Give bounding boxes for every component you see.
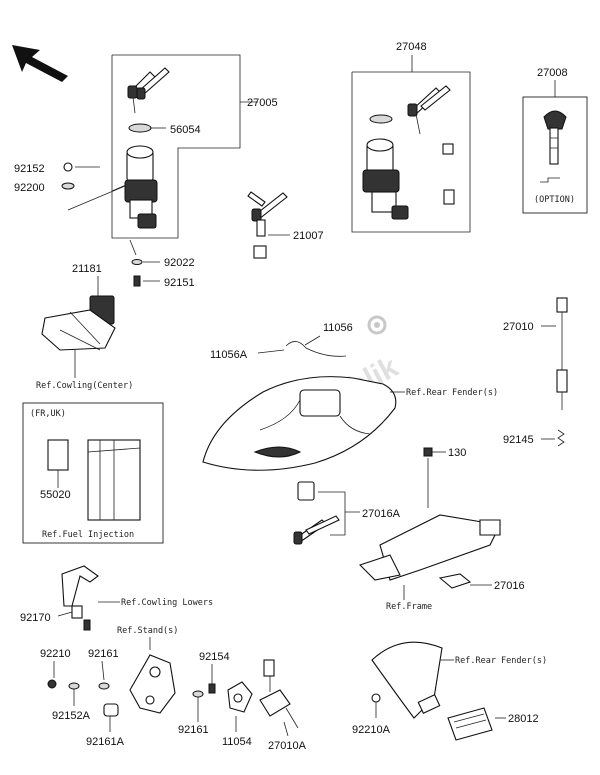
label-11054: 11054 [222, 736, 252, 748]
seat-lock-bracket [358, 458, 501, 581]
bracket-92170 [61, 565, 99, 631]
fuel-injection-box [22, 402, 164, 544]
option-box [522, 96, 588, 214]
seat-lock-body [443, 189, 455, 205]
washer-92200 [61, 182, 75, 190]
latch-27016 [438, 573, 472, 589]
key-27005 [127, 67, 170, 114]
bracket-21181 [41, 295, 116, 351]
group-box-27048 [351, 71, 471, 233]
key-21007 [247, 191, 288, 259]
cable-11056 [285, 341, 347, 357]
label-27016: 27016 [494, 580, 525, 592]
ignition-switch-27005 [111, 145, 158, 229]
gear-icon [367, 315, 387, 335]
label-55020: 55020 [40, 489, 71, 501]
washer-56054 [128, 123, 152, 133]
label-92200: 92200 [14, 182, 45, 194]
stand-switch-11054 [227, 681, 253, 713]
region-note: (FR,UK) [30, 409, 66, 419]
label-92152A: 92152A [52, 710, 91, 722]
label-92210: 92210 [40, 648, 71, 660]
key-blank-27008 [540, 110, 567, 183]
label-92170: 92170 [20, 612, 51, 624]
label-92161: 92161 [88, 648, 119, 660]
rear-fender-assembly [202, 376, 397, 471]
label-27016A: 27016A [362, 508, 401, 520]
label-27010: 27010 [503, 321, 534, 333]
label-27010A: 27010A [268, 740, 307, 752]
bolt-130 [423, 447, 433, 457]
label-27005: 27005 [247, 97, 278, 109]
label-21007: 21007 [293, 230, 324, 242]
key-27048 [407, 85, 451, 135]
label-92145: 92145 [503, 434, 534, 446]
bolt-92154 [208, 683, 216, 694]
label-11056A: 11056A [210, 349, 248, 361]
ref-fuel-injection: Ref.Fuel Injection [42, 530, 134, 540]
label-56054: 56054 [170, 124, 201, 136]
ecu-55020 [47, 439, 141, 521]
washer-92022 [131, 259, 143, 265]
ignition-switch-27048 [362, 138, 409, 220]
ref-rear-fender-2: Ref.Rear Fender(s) [455, 656, 547, 666]
spring-92145 [557, 429, 565, 447]
washer-27048 [369, 114, 393, 124]
seat-lock-cable-27010 [556, 297, 568, 410]
label-92161A: 92161A [86, 736, 125, 748]
option-note: (OPTION) [534, 195, 575, 205]
ref-cowling-center: Ref.Cowling(Center) [36, 381, 133, 391]
front-arrow-icon [12, 45, 68, 82]
collar-92161A [103, 703, 119, 717]
rear-fender-mount [371, 641, 493, 741]
washer-92152A [68, 682, 80, 690]
bolt-92151 [133, 275, 141, 287]
label-92152: 92152 [14, 163, 45, 175]
switch-27010A [259, 659, 299, 729]
seat-lock-cylinder [442, 143, 454, 155]
lock-cylinder-27016A [293, 481, 340, 545]
ref-cowling-lowers: Ref.Cowling Lowers [121, 598, 213, 608]
label-92151: 92151 [164, 277, 195, 289]
label-92210A: 92210A [352, 724, 391, 736]
washer-92161b [192, 690, 204, 698]
washer-92161 [98, 682, 110, 690]
label-92161b: 92161 [178, 724, 209, 736]
label-92022: 92022 [164, 257, 195, 269]
nut-92210 [47, 679, 57, 689]
stand-switch-bracket [129, 654, 176, 714]
ref-rear-fender: Ref.Rear Fender(s) [406, 388, 498, 398]
label-28012: 28012 [508, 713, 539, 725]
ref-frame: Ref.Frame [386, 602, 432, 612]
label-11056: 11056 [323, 322, 353, 334]
nut-92210A [371, 693, 381, 703]
label-92154: 92154 [199, 651, 230, 663]
label-130: 130 [448, 447, 466, 459]
nut-92152 [63, 162, 73, 172]
label-21181: 21181 [72, 263, 102, 275]
ref-stand: Ref.Stand(s) [117, 626, 178, 636]
group-bracket-27005 [112, 54, 258, 103]
label-27008: 27008 [537, 67, 568, 79]
label-27048: 27048 [396, 41, 427, 53]
